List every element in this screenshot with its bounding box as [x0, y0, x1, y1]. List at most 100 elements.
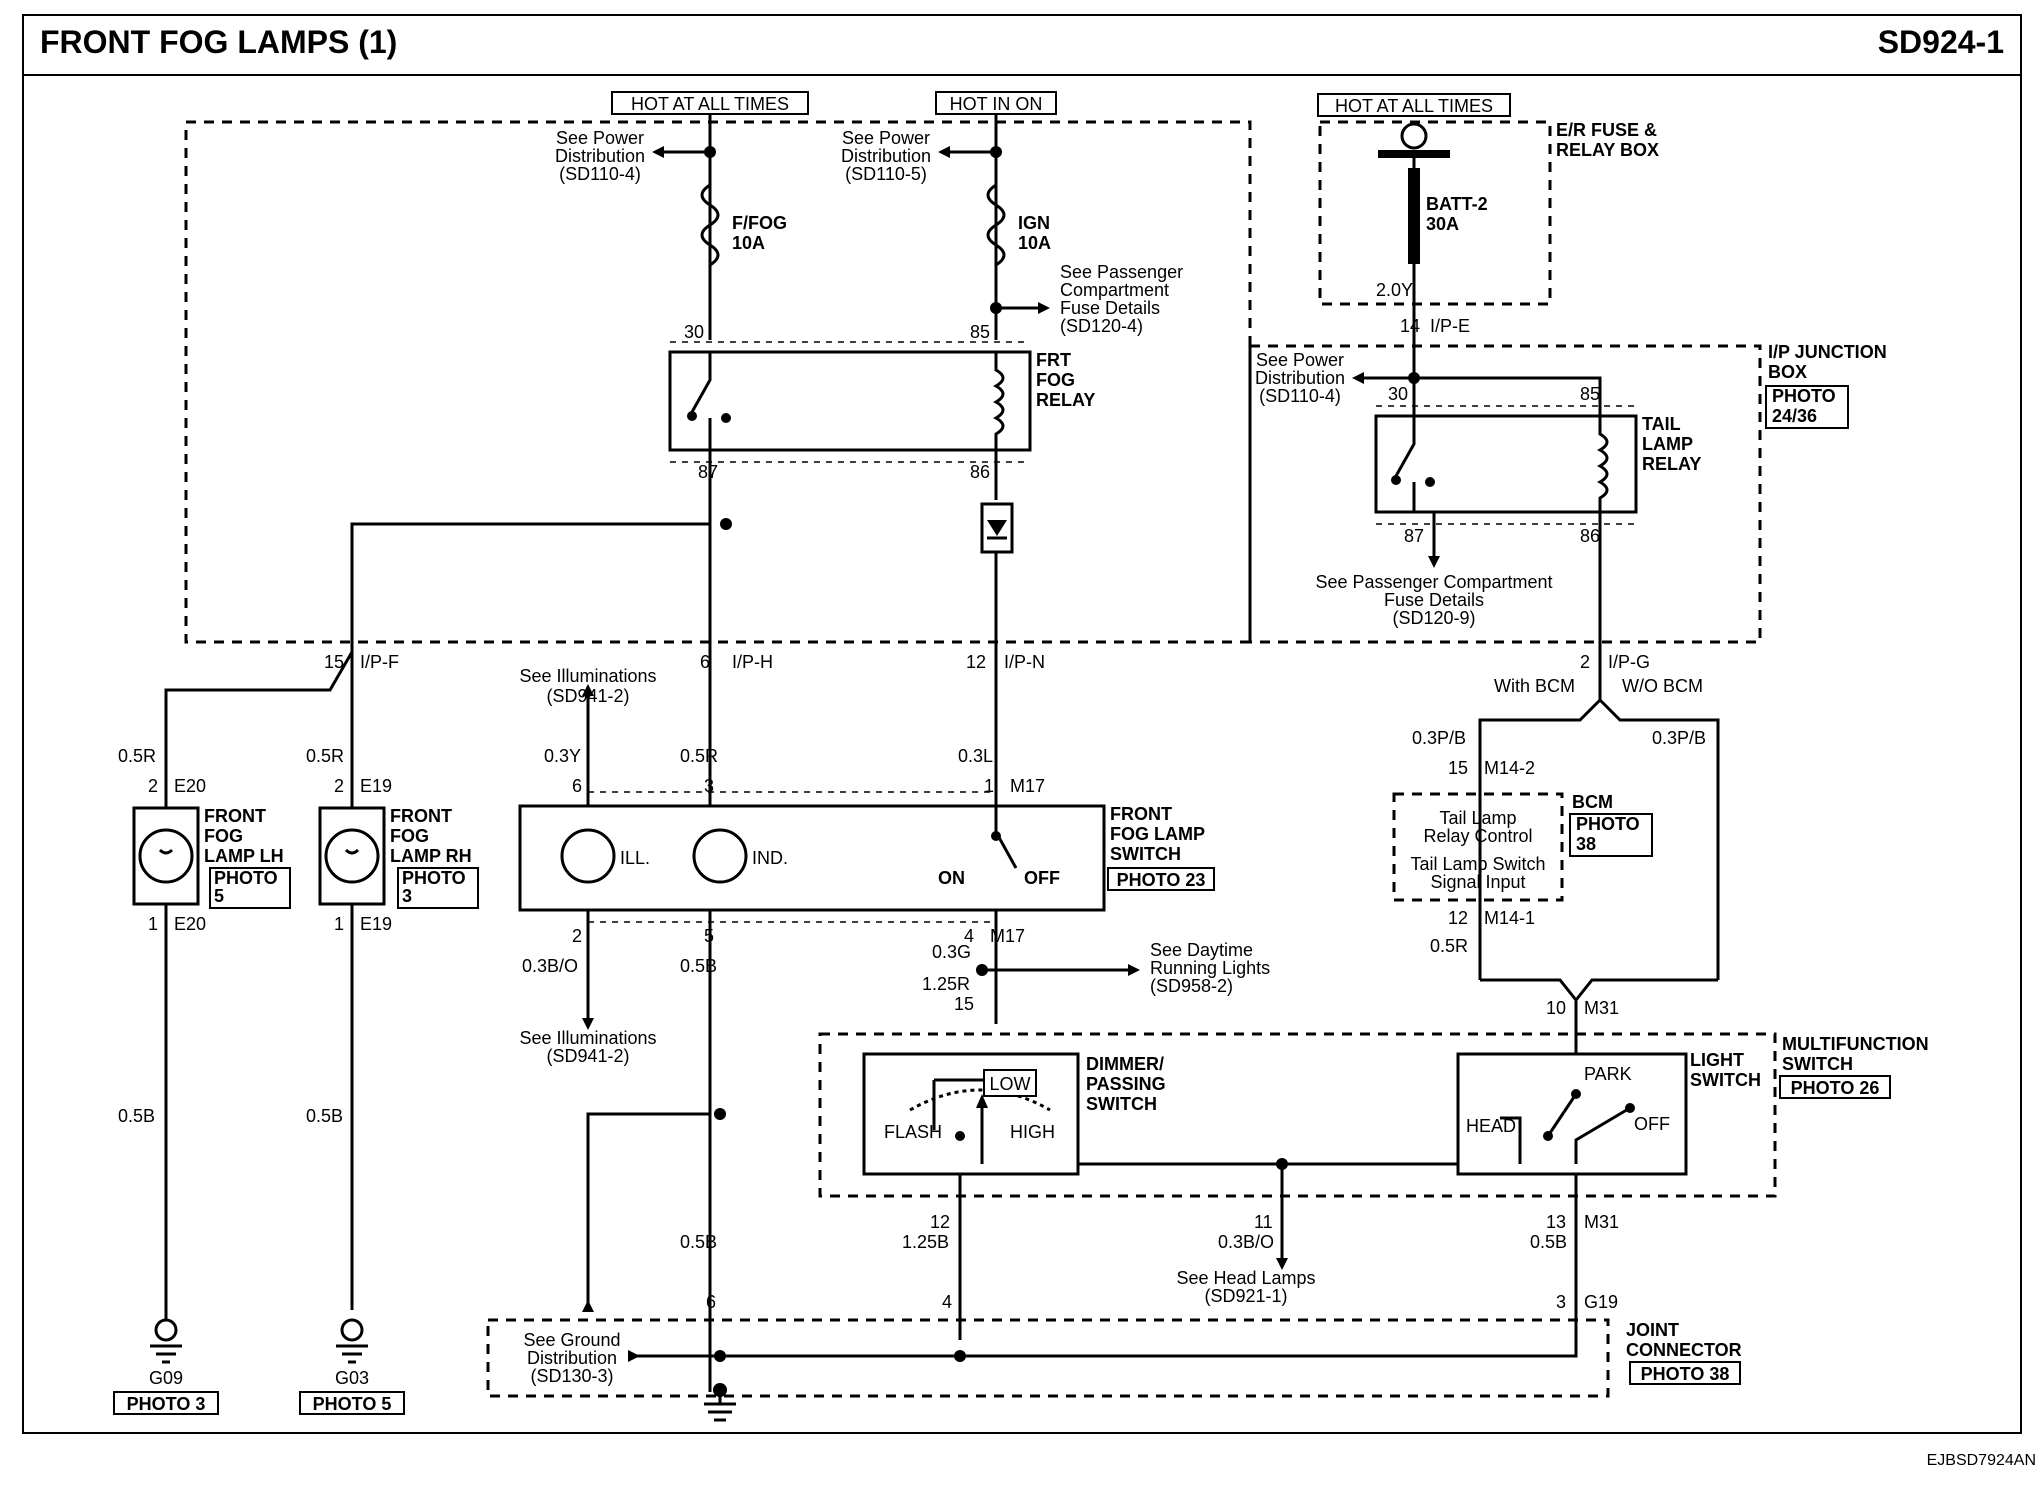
wire-ground-branch	[586, 1112, 710, 1310]
er-box-label-1: E/R FUSE &	[1556, 120, 1657, 140]
ref-power-dist-3-c: (SD110-4)	[1259, 386, 1341, 406]
ground-g09-label: G09	[149, 1368, 183, 1388]
ref-power-dist-3-b: Distribution	[1255, 368, 1345, 388]
ref-power-dist-1-a: See Power	[556, 128, 644, 148]
ind-lamp-icon	[692, 828, 748, 884]
bcm-photo-2: 38	[1576, 834, 1596, 854]
fuse-ign-label: IGN	[1018, 213, 1050, 233]
arrow-pass-comp-1	[1038, 302, 1050, 314]
wire-03G: 0.3G	[932, 942, 971, 962]
diode-icon	[987, 520, 1007, 536]
pin-b15: 15	[1448, 758, 1468, 778]
ground-g03-label: G03	[335, 1368, 369, 1388]
pin-85b: 85	[1580, 384, 1600, 404]
lamp-lh-photo-box	[209, 867, 291, 909]
conn-m17-top: M17	[1010, 776, 1045, 796]
wire-05B-switch: 0.5B	[680, 956, 717, 976]
wire-05R-rh: 0.5R	[306, 746, 344, 766]
ip-junction-photo-1: PHOTO	[1772, 386, 1836, 406]
light-switch-park-label: PARK	[1584, 1064, 1632, 1084]
tail-relay-dot	[1391, 475, 1401, 485]
pin-m10: 10	[1546, 998, 1566, 1018]
ground-g09-photo: PHOTO 3	[127, 1394, 206, 1414]
wire-05B-rh: 0.5B	[306, 1106, 343, 1126]
ref-daytime-a: See Daytime	[1150, 940, 1253, 960]
ref-head-lamps-a: See Head Lamps	[1176, 1268, 1315, 1288]
ref-pass-comp-2-a: See Passenger Compartment	[1315, 572, 1552, 592]
battery-terminal-icon	[1400, 122, 1428, 150]
lamp-lh-label-3: LAMP LH	[204, 846, 284, 866]
node-5	[720, 518, 732, 530]
joint-photo: PHOTO 38	[1641, 1364, 1730, 1384]
ground-g09-photo-box	[113, 1391, 219, 1415]
ref-illum-2-a: See Illuminations	[519, 1028, 656, 1048]
conn-e20-top: E20	[174, 776, 206, 796]
ground-g03-symbol	[336, 1344, 368, 1364]
pin-87b: 87	[1404, 526, 1424, 546]
conn-m17-bottom: M17	[990, 926, 1025, 946]
pin-1-lh: 1	[148, 914, 158, 934]
fuse-ffog-label: F/FOG	[732, 213, 787, 233]
lamp-lh-photo-2: 5	[214, 886, 224, 906]
pin-j4: 4	[942, 1292, 952, 1312]
ip-junction-photo-2: 24/36	[1772, 406, 1817, 426]
wire-bcm-merge	[1480, 978, 1718, 1003]
ill-label: ILL.	[620, 848, 650, 868]
pin-2-rh: 2	[334, 776, 344, 796]
arrow-daytime	[1128, 964, 1140, 976]
pin-2: 2	[1580, 652, 1590, 672]
lamp-lh-label-1: FRONT	[204, 806, 266, 826]
relay-switch-contact	[690, 352, 712, 450]
pin-j3: 3	[1556, 1292, 1566, 1312]
arrow-head-lamps	[1276, 1258, 1288, 1270]
light-switch	[1456, 1052, 1688, 1176]
lamp-bulb-lh-icon	[138, 828, 194, 884]
fog-switch-label-3: SWITCH	[1110, 844, 1181, 864]
tail-lamp-relay	[1374, 414, 1638, 514]
arrow-illum-1	[582, 684, 594, 696]
light-switch-head-wire	[1500, 1116, 1522, 1164]
pin-1-rh: 1	[334, 914, 344, 934]
conn-m14-2: M14-2	[1484, 758, 1535, 778]
lamp-rh-photo-2: 3	[402, 886, 412, 906]
switch-on-label: ON	[938, 868, 965, 888]
multifunction-photo-box	[1779, 1075, 1891, 1099]
joint-connector-dash	[486, 1318, 1610, 1398]
diagram-frame	[22, 14, 2022, 1434]
bcm-text-1a: Tail Lamp	[1439, 808, 1516, 828]
wire-125R: 1.25R	[922, 974, 970, 994]
dimmer-passing-switch	[862, 1052, 1080, 1176]
node-10	[954, 1350, 966, 1362]
er-box-label-2: RELAY BOX	[1556, 140, 1659, 160]
ground-g09-symbol	[150, 1344, 182, 1364]
wire-wo-bcm	[1598, 698, 1720, 980]
pin-30b: 30	[1388, 384, 1408, 404]
wire-125B: 1.25B	[902, 1232, 949, 1252]
pin-s2: 2	[572, 926, 582, 946]
ref-daytime-c: (SD958-2)	[1150, 976, 1233, 996]
pin-s3: 3	[704, 776, 714, 796]
fog-switch-label-1: FRONT	[1110, 804, 1172, 824]
node-7	[714, 1108, 726, 1120]
pin-m15: 15	[954, 994, 974, 1014]
node-11	[713, 1383, 727, 1397]
arrow-power-dist-3	[1352, 372, 1364, 384]
arrow-illum-2	[582, 1018, 594, 1030]
fuse-batt2-rating: 30A	[1426, 214, 1459, 234]
dimmer-high-label: HIGH	[1010, 1122, 1055, 1142]
ref-pass-comp-2-b: Fuse Details	[1384, 590, 1484, 610]
conn-ip-n: I/P-N	[1004, 652, 1045, 672]
pin-86b: 86	[1580, 526, 1600, 546]
ref-pass-comp-2-c: (SD120-9)	[1392, 608, 1475, 628]
joint-label-1: JOINT	[1626, 1320, 1679, 1340]
wire-05R-bcm: 0.5R	[1430, 936, 1468, 956]
arrow-ground-branch	[582, 1300, 594, 1312]
hot-all-times-box-2	[1317, 93, 1511, 117]
bcm-text-1b: Relay Control	[1423, 826, 1532, 846]
ground-g03-photo-box	[299, 1391, 405, 1415]
title-bar: FRONT FOG LAMPS (1) SD924-1	[22, 14, 2022, 76]
dimmer-label-2: PASSING	[1086, 1074, 1166, 1094]
node-1	[704, 146, 716, 158]
wire-03PB-2: 0.3P/B	[1652, 728, 1706, 748]
